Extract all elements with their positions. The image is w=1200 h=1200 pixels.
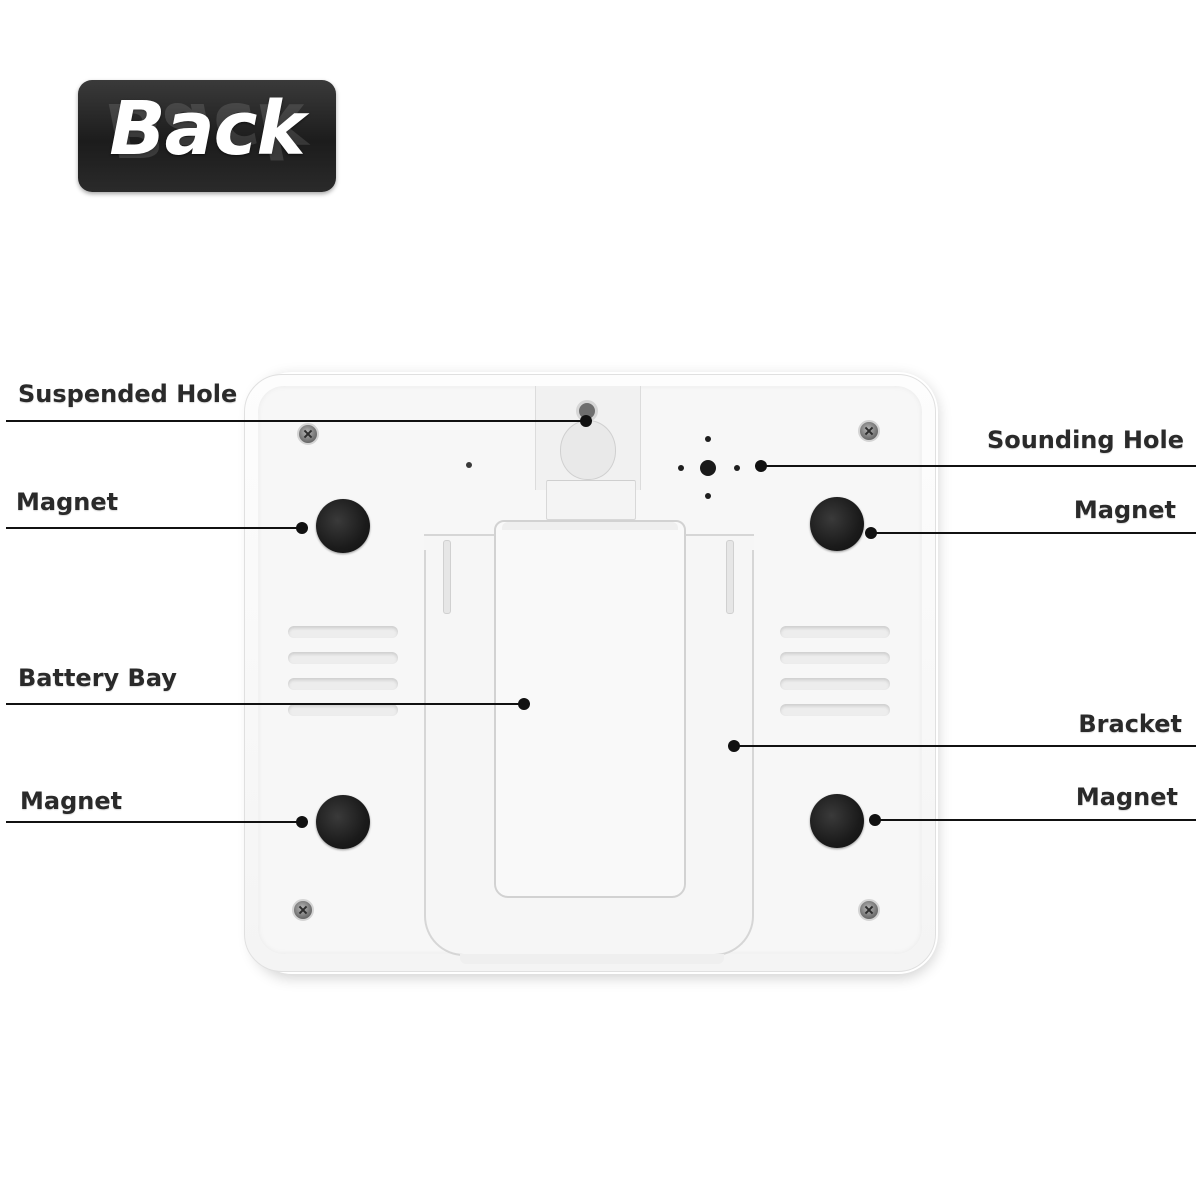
speaker-holes-icon [705, 436, 711, 442]
hanger-clip [546, 480, 636, 520]
vent-slot [288, 678, 398, 690]
leader-dot-sounding-hole [755, 460, 767, 472]
label-magnet-top-left: Magnet [16, 488, 119, 516]
screw-icon [858, 899, 880, 921]
screw-icon [297, 423, 319, 445]
label-battery-bay: Battery Bay [18, 664, 177, 692]
vent-slot [288, 626, 398, 638]
speaker-holes-icon [700, 460, 716, 476]
leader-line-bracket [734, 745, 1196, 747]
leader-dot-magnet-bottom-right [869, 814, 881, 826]
badge-title: Back [109, 86, 305, 172]
leader-dot-battery-bay [518, 698, 530, 710]
vent-slot [780, 704, 890, 716]
leader-line-suspended-hole [6, 420, 584, 422]
label-magnet-top-right: Magnet [1073, 496, 1176, 524]
vent-slot [288, 704, 398, 716]
label-magnet-bottom-left: Magnet [20, 787, 123, 815]
label-suspended-hole: Suspended Hole [18, 380, 238, 408]
leader-dot-magnet-top-left [296, 522, 308, 534]
label-magnet-bottom-right: Magnet [1075, 783, 1178, 811]
base-lip [460, 954, 724, 964]
bracket-left-arm [424, 534, 494, 550]
back-badge: Back Back [78, 80, 336, 192]
label-bracket: Bracket [1078, 710, 1182, 738]
bracket-right-arm [684, 534, 754, 550]
leader-dot-suspended-hole [580, 415, 592, 427]
magnet-icon [810, 794, 864, 848]
screw-icon [858, 420, 880, 442]
leader-dot-magnet-bottom-left [296, 816, 308, 828]
magnet-icon [316, 499, 370, 553]
magnet-icon [810, 497, 864, 551]
keyhole-body [560, 420, 616, 480]
magnet-icon [316, 795, 370, 849]
vent-slot [780, 678, 890, 690]
leader-dot-magnet-top-right [865, 527, 877, 539]
vent-slot [288, 652, 398, 664]
leader-line-magnet-bottom-right [874, 819, 1196, 821]
label-sounding-hole: Sounding Hole [986, 426, 1184, 454]
leader-line-battery-bay [6, 703, 524, 705]
speaker-holes-icon [734, 465, 740, 471]
screw-icon [292, 899, 314, 921]
leader-line-sounding-hole [762, 465, 1196, 467]
leader-dot-bracket [728, 740, 740, 752]
leader-line-magnet-bottom-left [6, 821, 302, 823]
leader-line-magnet-top-left [6, 527, 302, 529]
vent-slot [780, 626, 890, 638]
speaker-holes-icon [705, 493, 711, 499]
badge-title-reflection: Back [107, 86, 307, 172]
pin-hole [466, 462, 472, 468]
battery-bay-top-edge [502, 522, 678, 530]
bracket-slot [443, 540, 451, 614]
leader-line-magnet-top-right [870, 532, 1196, 534]
vent-slot [780, 652, 890, 664]
bracket-slot [726, 540, 734, 614]
speaker-holes-icon [678, 465, 684, 471]
